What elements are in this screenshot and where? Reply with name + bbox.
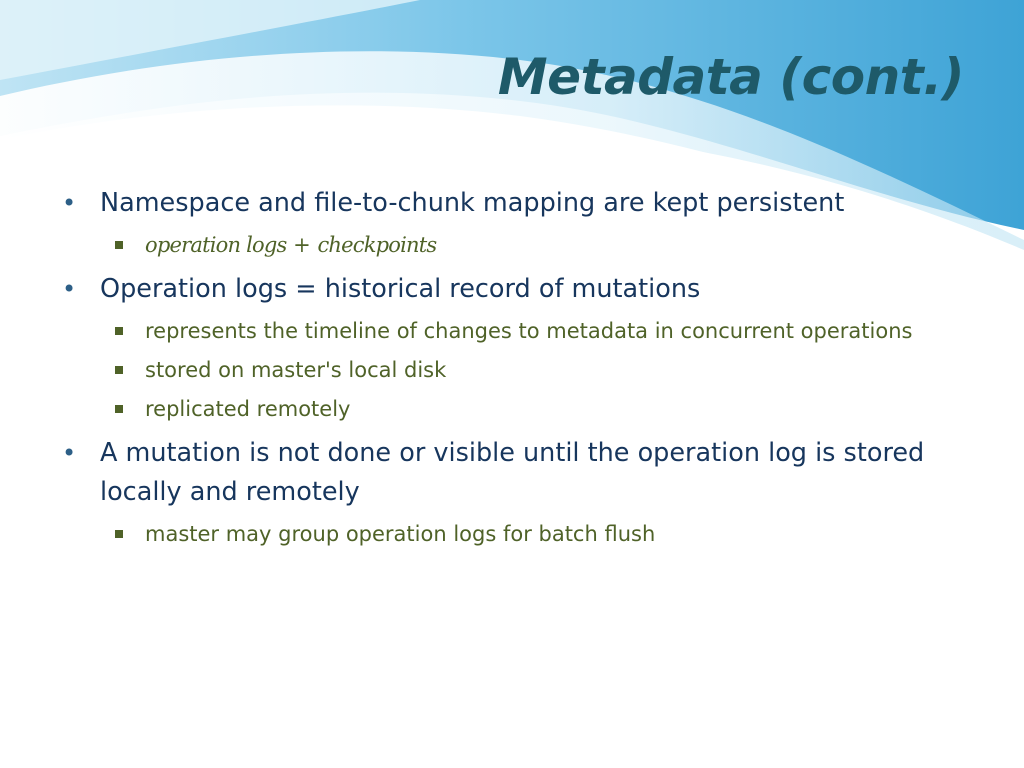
- square-bullet-icon: [115, 405, 123, 413]
- bullet-item: • Namespace and file-to-chunk mapping ar…: [62, 184, 962, 223]
- bullet-list: • Namespace and file-to-chunk mapping ar…: [62, 184, 962, 551]
- bullet-text: A mutation is not done or visible until …: [100, 438, 925, 507]
- bullet-text: Operation logs = historical record of mu…: [100, 274, 701, 304]
- bullet-dot-icon: •: [62, 189, 77, 217]
- sub-bullet-text: master may group operation logs for batc…: [145, 522, 656, 546]
- sub-bullet-text: represents the timeline of changes to me…: [145, 319, 913, 343]
- sub-bullet-text: replicated remotely: [145, 397, 351, 421]
- bullet-dot-icon: •: [62, 439, 77, 467]
- sub-bullet-item: master may group operation logs for batc…: [62, 518, 962, 551]
- sub-bullet-text-checkpoints: checkpoints: [317, 233, 437, 257]
- sub-bullet-item: replicated remotely: [62, 393, 962, 426]
- sub-bullet-plus: +: [293, 233, 311, 257]
- bullet-item: • Operation logs = historical record of …: [62, 270, 962, 309]
- sub-bullet-text-operation-logs: operation logs: [145, 233, 287, 257]
- bullet-dot-icon: •: [62, 275, 77, 303]
- slide-title: Metadata (cont.): [497, 48, 965, 106]
- square-bullet-icon: [115, 327, 123, 335]
- bullet-text: Namespace and file-to-chunk mapping are …: [100, 188, 845, 218]
- sub-bullet-text: stored on master's local disk: [145, 358, 447, 382]
- sub-bullet-item: represents the timeline of changes to me…: [62, 315, 962, 348]
- sub-bullet-item: operation logs + checkpoints: [62, 229, 962, 262]
- square-bullet-icon: [115, 241, 123, 249]
- sub-bullet-item: stored on master's local disk: [62, 354, 962, 387]
- background-wave-decoration: [0, 0, 1024, 260]
- bullet-item: • A mutation is not done or visible unti…: [62, 434, 962, 512]
- square-bullet-icon: [115, 530, 123, 538]
- square-bullet-icon: [115, 366, 123, 374]
